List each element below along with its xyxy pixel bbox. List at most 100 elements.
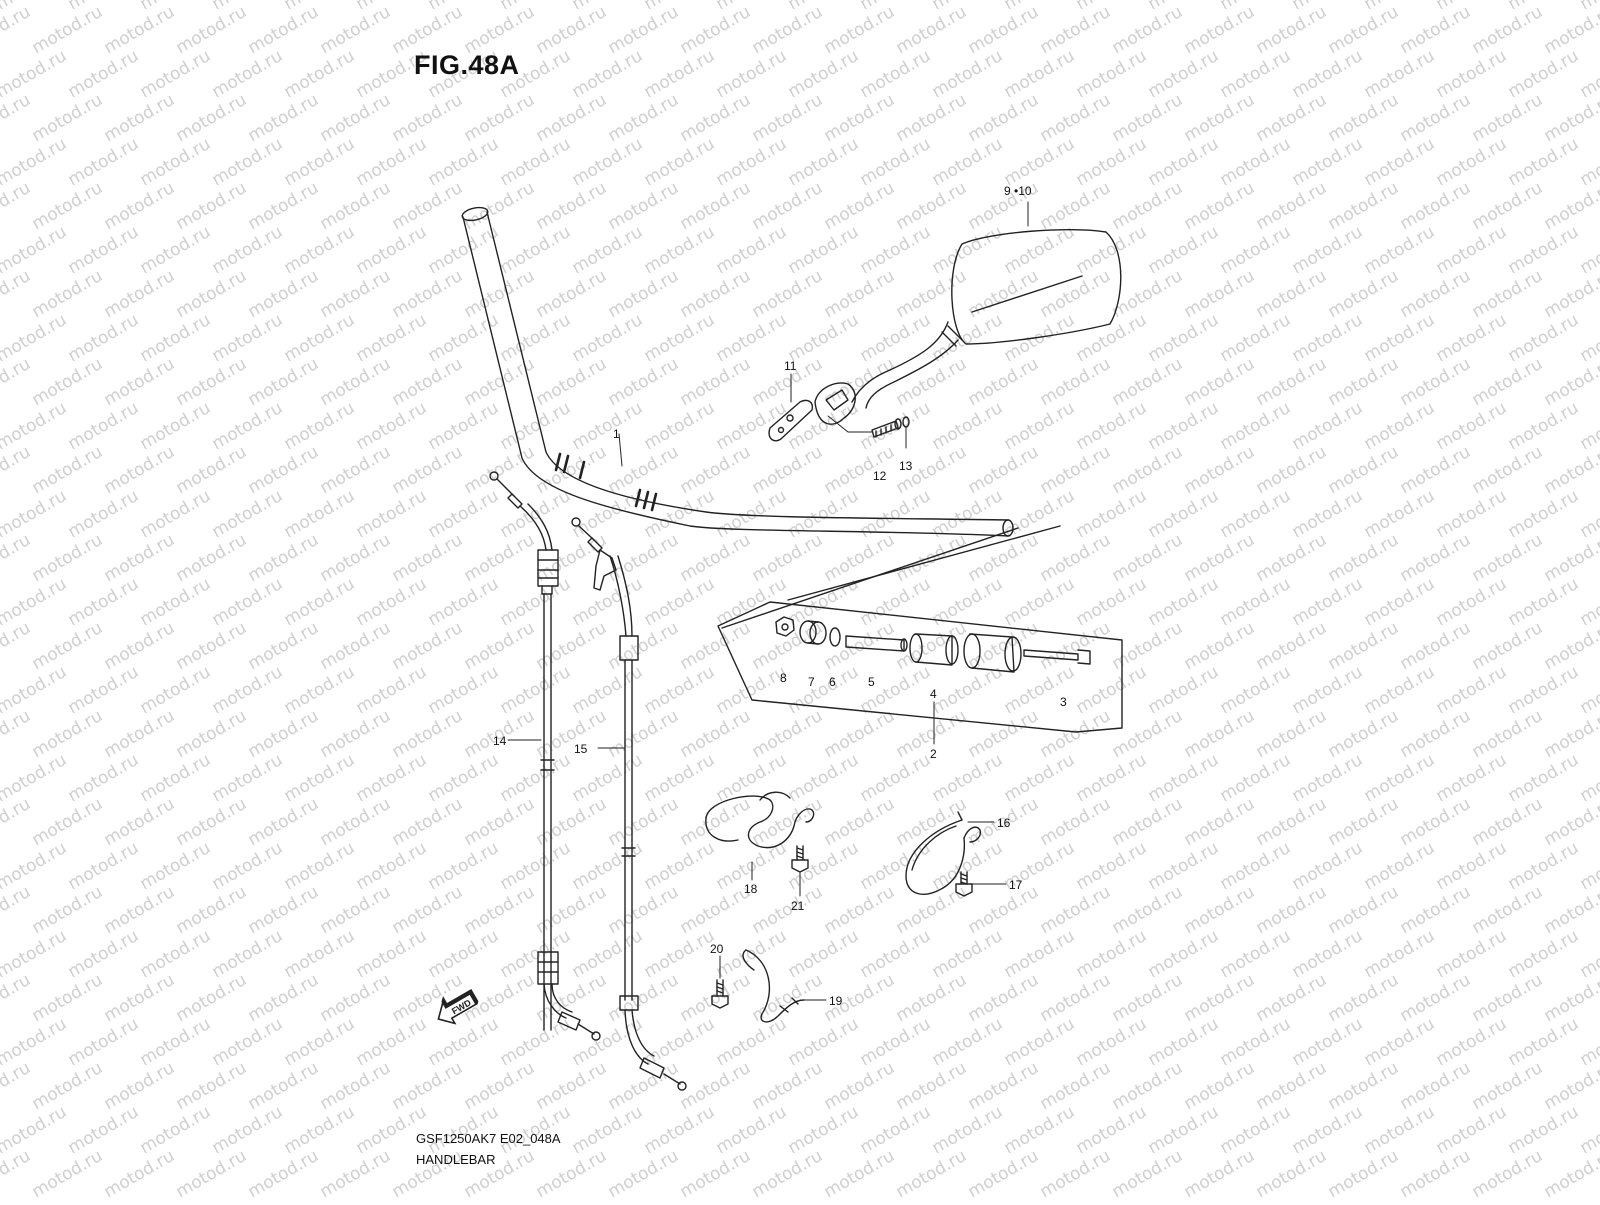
watermark-text: motod.ru <box>785 926 863 982</box>
watermark-text: motod.ru <box>1433 134 1511 190</box>
watermark-text: motod.ru <box>245 882 323 938</box>
watermark-text: motod.ru <box>1181 530 1259 586</box>
watermark-text: motod.ru <box>1181 442 1259 498</box>
watermark-text: motod.ru <box>65 1102 143 1158</box>
watermark-text: motod.ru <box>713 750 791 806</box>
watermark-text: motod.ru <box>29 530 107 586</box>
watermark-text: motod.ru <box>1145 662 1223 718</box>
watermark-text: motod.ru <box>1073 574 1151 630</box>
watermark-text: motod.ru <box>641 926 719 982</box>
watermark-text: motod.ru <box>1469 90 1547 146</box>
watermark-text: motod.ru <box>1037 1146 1115 1200</box>
watermark-text: motod.ru <box>785 1102 863 1158</box>
watermark-text: motod.ru <box>137 662 215 718</box>
watermark-text: motod.ru <box>0 310 70 366</box>
watermark-text: motod.ru <box>821 618 899 674</box>
watermark-text: motod.ru <box>461 178 539 234</box>
watermark-text: motod.ru <box>65 574 143 630</box>
watermark-text: motod.ru <box>317 706 395 762</box>
watermark-text: motod.ru <box>1145 750 1223 806</box>
watermark-text: motod.ru <box>389 1058 467 1114</box>
watermark-text: motod.ru <box>857 486 935 542</box>
watermark-text: motod.ru <box>1433 1014 1511 1070</box>
watermark-text: motod.ru <box>857 1102 935 1158</box>
watermark-text: motod.ru <box>1325 178 1403 234</box>
watermark-text: motod.ru <box>1433 662 1511 718</box>
watermark-text: motod.ru <box>209 222 287 278</box>
watermark-text: motod.ru <box>1181 90 1259 146</box>
watermark-text: motod.ru <box>677 794 755 850</box>
watermark-text: motod.ru <box>605 90 683 146</box>
watermark-text: motod.ru <box>641 750 719 806</box>
watermark-text: motod.ru <box>1325 882 1403 938</box>
watermark-text: motod.ru <box>605 970 683 1026</box>
watermark-text: motod.ru <box>281 926 359 982</box>
watermark-text: motod.ru <box>677 266 755 322</box>
watermark-text: motod.ru <box>1433 1102 1511 1158</box>
watermark-text: motod.ru <box>1505 926 1583 982</box>
watermark-text: motod.ru <box>1109 706 1187 762</box>
watermark-text: motod.ru <box>353 486 431 542</box>
watermark-text: motod.ru <box>1397 882 1475 938</box>
watermark-text: motod.ru <box>29 2 107 58</box>
watermark-text: motod.ru <box>425 926 503 982</box>
watermark-text: motod.ru <box>1253 794 1331 850</box>
watermark-text: motod.ru <box>713 310 791 366</box>
watermark-text: motod.ru <box>173 2 251 58</box>
watermark-text: motod.ru <box>569 0 647 14</box>
watermark-text: motod.ru <box>0 1014 70 1070</box>
watermark-text: motod.ru <box>1073 486 1151 542</box>
watermark-text: motod.ru <box>1145 398 1223 454</box>
callout-2: 2 <box>930 747 937 761</box>
watermark-text: motod.ru <box>821 178 899 234</box>
watermark-text: motod.ru <box>1325 266 1403 322</box>
watermark-text: motod.ru <box>1217 222 1295 278</box>
watermark-text: motod.ru <box>1289 750 1367 806</box>
watermark-text: motod.ru <box>1073 134 1151 190</box>
watermark-text: motod.ru <box>173 530 251 586</box>
watermark-text: motod.ru <box>929 46 1007 102</box>
watermark-text: motod.ru <box>209 310 287 366</box>
watermark-text: motod.ru <box>1073 750 1151 806</box>
watermark-text: motod.ru <box>929 750 1007 806</box>
watermark-text: motod.ru <box>497 662 575 718</box>
watermark-text: motod.ru <box>1361 1014 1439 1070</box>
watermark-text: motod.ru <box>137 46 215 102</box>
watermark-text: motod.ru <box>857 222 935 278</box>
watermark-text: motod.ru <box>1361 0 1439 14</box>
watermark-text: motod.ru <box>353 310 431 366</box>
watermark-text: motod.ru <box>281 838 359 894</box>
callout-9-10: 9 •10 <box>1004 184 1032 198</box>
watermark-text: motod.ru <box>1397 706 1475 762</box>
watermark-text: motod.ru <box>749 178 827 234</box>
callout-8: 8 <box>780 671 787 685</box>
watermark-text: motod.ru <box>281 46 359 102</box>
watermark-text: motod.ru <box>1181 1146 1259 1200</box>
watermark-text: motod.ru <box>1109 90 1187 146</box>
watermark-text: motod.ru <box>1109 178 1187 234</box>
watermark-text: motod.ru <box>1505 1102 1583 1158</box>
watermark-text: motod.ru <box>857 46 935 102</box>
watermark-text: motod.ru <box>929 134 1007 190</box>
watermark-text: motod.ru <box>1289 222 1367 278</box>
watermark-text: motod.ru <box>209 838 287 894</box>
watermark-text: motod.ru <box>893 178 971 234</box>
watermark-text: motod.ru <box>1109 1146 1187 1200</box>
watermark-text: motod.ru <box>29 266 107 322</box>
watermark-text: motod.ru <box>281 222 359 278</box>
section-name: HANDLEBAR <box>416 1152 495 1167</box>
watermark-text: motod.ru <box>1397 90 1475 146</box>
watermark-text: motod.ru <box>1037 178 1115 234</box>
watermark-text: motod.ru <box>137 486 215 542</box>
watermark-text: motod.ru <box>65 750 143 806</box>
watermark-text: motod.ru <box>929 926 1007 982</box>
watermark-text: motod.ru <box>389 530 467 586</box>
watermark-text: motod.ru <box>281 310 359 366</box>
watermark-text: motod.ru <box>893 1146 971 1200</box>
watermark-text: motod.ru <box>605 1146 683 1200</box>
watermark-text: motod.ru <box>281 662 359 718</box>
watermark-text: motod.ru <box>1325 90 1403 146</box>
watermark-text: motod.ru <box>1001 574 1079 630</box>
watermark-text: motod.ru <box>245 706 323 762</box>
callout-14: 14 <box>493 734 507 748</box>
